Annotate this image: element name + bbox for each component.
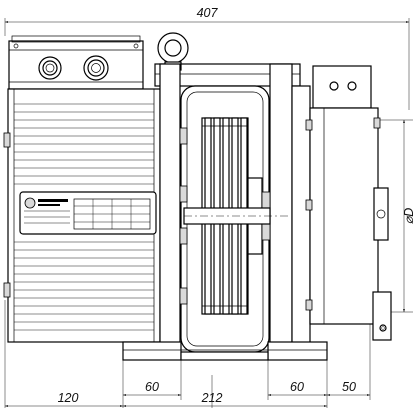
release-lever [372, 187, 392, 341]
brake-offset-label: 50 [342, 380, 356, 394]
motor-body [3, 88, 161, 343]
base-to-axis-label: 120 [58, 391, 79, 405]
foot-right-label: 60 [290, 380, 304, 394]
terminal-box [8, 35, 144, 90]
brake-unit [305, 65, 392, 341]
rating-plate [19, 191, 157, 235]
foot-span-label: 212 [201, 391, 223, 405]
cable-gland-right [83, 55, 109, 81]
cooling-fins [14, 103, 154, 331]
foot-left-label: 60 [145, 380, 159, 394]
base-feet [122, 341, 328, 361]
overall-width-label: 407 [197, 6, 219, 20]
sheave-diameter-label: ⌀D [402, 208, 413, 225]
base-dimensions: 60 60 50 120 212 [4, 300, 371, 408]
overall-width-dimension: 407 [4, 6, 410, 110]
cable-gland-left [38, 56, 62, 80]
traction-sheave [183, 117, 290, 315]
